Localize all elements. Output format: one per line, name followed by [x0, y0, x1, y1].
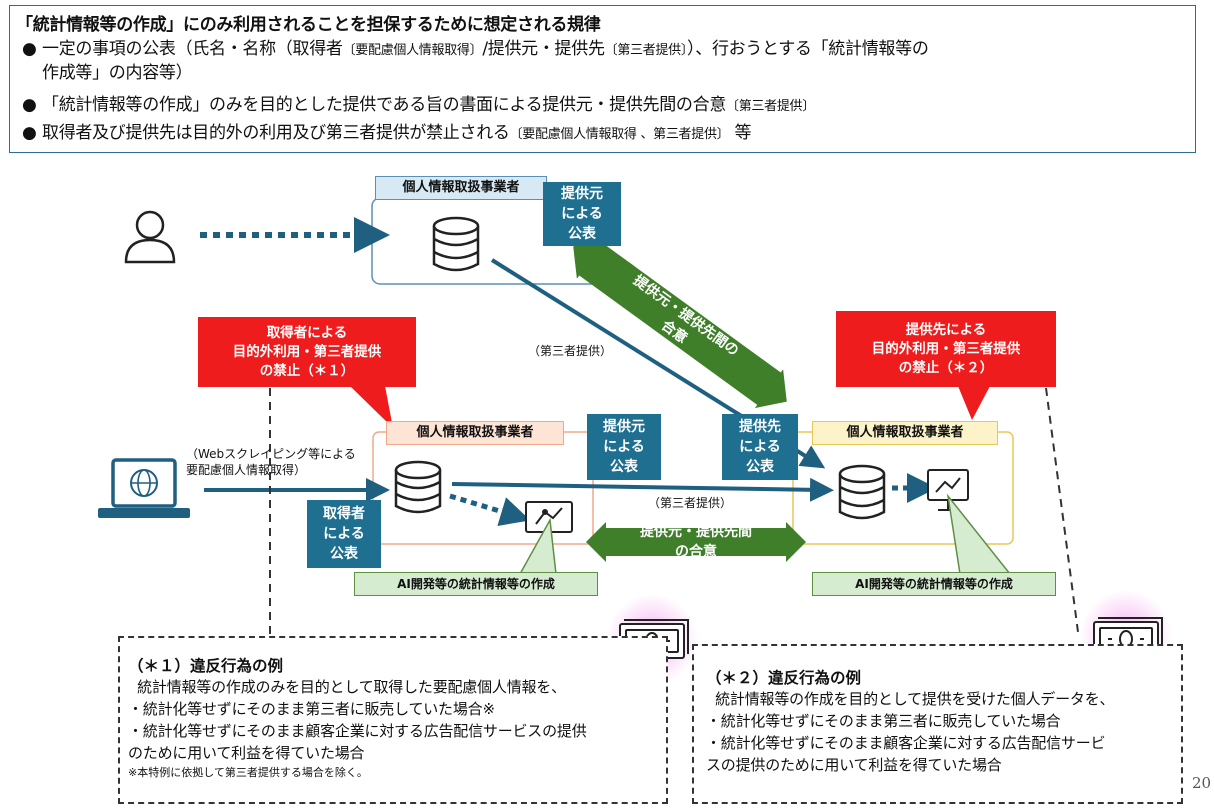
bullet-symbol: ● — [22, 95, 37, 115]
ai-stats-label-right: AI開発等の統計情報等の作成 — [812, 572, 1056, 596]
bullet-symbol: ● — [22, 123, 37, 143]
violation-example-2: （＊２）違反行為の例 統計情報等の作成を目的として提供を受けた個人データを、 ・… — [692, 644, 1183, 804]
database-icon-top — [432, 216, 480, 272]
third-party-label-mid: （第三者提供） — [648, 496, 733, 510]
rule-bullet-1: ●一定の事項の公表（氏名・名称（取得者〔要配慮個人情報取得〕/提供元・提供先〔第… — [22, 39, 929, 59]
top-entity-label: 個人情報取扱事業者 — [375, 176, 547, 200]
rule-bullet-3: ●取得者及び提供先は目的外の利用及び第三者提供が禁止される〔要配慮個人情報取得 … — [22, 123, 752, 143]
red-callout-right-pointer — [958, 386, 990, 420]
agreement-arrow-diagonal — [573, 237, 787, 409]
acquirer-prohibition-callout: 取得者による目的外利用・第三者提供の禁止（＊１） — [198, 317, 416, 387]
database-icon-left — [394, 460, 442, 514]
third-party-provision-arrow-horizontal — [451, 477, 834, 502]
provider-disclosure-top: 提供元による公表 — [543, 182, 621, 246]
left-db-to-ai-arrow — [449, 493, 531, 527]
ai-monitor-icon-left — [525, 501, 573, 533]
recipient-disclosure: 提供先による公表 — [722, 414, 798, 480]
laptop-globe-icon — [98, 458, 190, 518]
database-icon-right — [838, 464, 886, 520]
scraping-note: （Webスクレイピング等による要配慮個人情報取得） — [186, 447, 356, 477]
rule-bullet-2: ●「統計情報等の作成」のみを目的とした提供である旨の書面による提供元・提供先間の… — [22, 95, 815, 115]
left-entity-label: 個人情報取扱事業者 — [386, 421, 564, 445]
rules-title: 「統計情報等の作成」にのみ利用されることを担保するために想定される規律 — [16, 15, 601, 35]
page-number: 20 — [1192, 774, 1212, 792]
red-callout-left-pointer — [350, 386, 393, 428]
violation-example-1: （＊１）違反行為の例 統計情報等の作成のみを目的として取得した要配慮個人情報を、… — [118, 636, 668, 804]
agreement-horizontal-text: 提供元・提供先間の合意 — [640, 524, 752, 560]
violation-1-title: （＊１）違反行為の例 — [128, 657, 284, 675]
provider-disclosure-mid: 提供元による公表 — [587, 414, 661, 480]
right-entity-label: 個人情報取扱事業者 — [812, 421, 998, 445]
ai-stats-label-left: AI開発等の統計情報等の作成 — [354, 572, 598, 596]
violation-1-note: ※本特例に依拠して第三者提供する場合を除く。 — [128, 766, 368, 779]
acquirer-disclosure: 取得者による公表 — [307, 500, 381, 568]
third-party-label-top: （第三者提供） — [528, 344, 613, 358]
agreement-arrow-horizontal — [586, 522, 806, 562]
rules-box — [9, 5, 1196, 153]
recipient-prohibition-callout: 提供先による目的外利用・第三者提供の禁止（＊２） — [836, 311, 1056, 387]
bullet-symbol: ● — [22, 39, 37, 59]
person-icon — [124, 210, 176, 264]
violation-2-title: （＊２）違反行為の例 — [706, 669, 862, 687]
rule-bullet-1-cont: 作成等」の内容等） — [42, 63, 193, 83]
